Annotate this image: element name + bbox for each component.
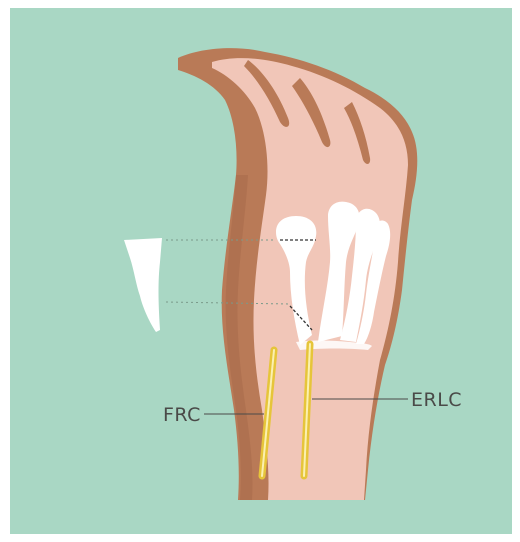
label-erlc: ERLC <box>411 389 462 411</box>
bone-graft-piece <box>124 238 162 332</box>
label-frc: FRC <box>163 404 201 426</box>
